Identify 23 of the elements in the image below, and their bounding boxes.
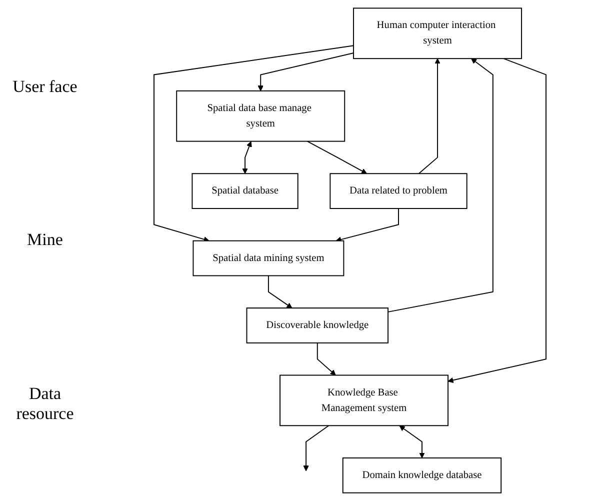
node-box: Domain knowledge database	[342, 457, 502, 494]
node-box: Spatial data mining system	[192, 240, 344, 276]
arrow	[448, 58, 546, 383]
arrow	[418, 58, 440, 174]
arrow	[336, 208, 399, 242]
arrow	[242, 141, 252, 174]
node-box: Data related to problem	[330, 173, 468, 209]
node-box: Spatial data base manage system	[176, 90, 346, 142]
arrow	[268, 275, 292, 308]
arrow	[399, 426, 425, 458]
arrow	[316, 342, 336, 376]
node-box: Knowledge Base Management system	[280, 374, 448, 426]
arrow	[303, 425, 330, 472]
layer-label: Mine	[26, 230, 64, 250]
arrow	[388, 58, 494, 312]
arrow	[306, 140, 368, 174]
node-box: Discoverable knowledge	[246, 308, 388, 344]
node-box: Human computer interaction system	[353, 8, 522, 60]
layer-label: User face	[12, 76, 78, 97]
arrow	[258, 52, 354, 92]
arrow	[154, 45, 354, 242]
node-box: Spatial database	[192, 173, 298, 209]
layer-label: Data resource	[15, 384, 75, 424]
